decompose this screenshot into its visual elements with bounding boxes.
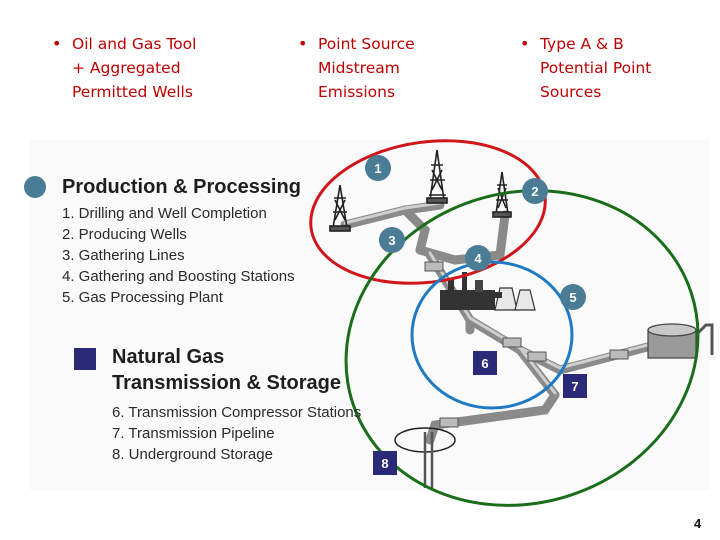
list-item: 2. Producing Wells	[62, 226, 187, 243]
list-item: 6. Transmission Compressor Stations	[112, 404, 362, 421]
production-legend-circle-icon	[24, 176, 46, 198]
production-marker: 3	[379, 227, 405, 253]
bullet-dot-icon: •	[520, 34, 530, 53]
list-item: 5. Gas Processing Plant	[62, 289, 223, 306]
bullet-dot-icon: •	[52, 34, 62, 53]
list-item: 1. Drilling and Well Completion	[62, 205, 267, 222]
marker-label: 1	[374, 161, 381, 176]
transmission-storage-title: Natural Gas Transmission & Storage	[112, 344, 341, 396]
bullet-line: Point Source	[318, 35, 415, 53]
bullet-line: Emissions	[318, 83, 396, 101]
bullet-line: Permitted Wells	[72, 83, 193, 101]
production-marker: 2	[522, 178, 548, 204]
transmission-marker: 6	[473, 351, 497, 375]
blue-circle	[410, 260, 574, 410]
list-item: 4. Gathering and Boosting Stations	[62, 268, 295, 285]
title-line: Natural Gas	[112, 346, 225, 368]
marker-label: 8	[381, 456, 388, 471]
marker-label: 3	[388, 233, 395, 248]
list-item: 7. Transmission Pipeline	[112, 425, 275, 442]
production-marker: 1	[365, 155, 391, 181]
marker-label: 2	[531, 184, 538, 199]
well-derrick-icon	[329, 184, 351, 232]
bullet-type-a-b: • Type A & B Potential Point Sources	[520, 32, 652, 104]
green-circle	[344, 189, 700, 507]
list-item: 3. Gathering Lines	[62, 247, 185, 264]
bullet-dot-icon: •	[298, 34, 308, 53]
marker-label: 7	[571, 379, 578, 394]
gas-processing-plant-icon	[440, 272, 536, 311]
production-marker: 4	[465, 245, 491, 271]
well-derrick-icon	[426, 149, 448, 204]
transmission-marker: 8	[373, 451, 397, 475]
bullet-line: Sources	[540, 83, 602, 101]
production-processing-title: Production & Processing	[62, 176, 301, 198]
title-line: Transmission & Storage	[112, 372, 341, 394]
bullet-point-source: • Point Source Midstream Emissions	[298, 32, 415, 104]
list-item: 8. Underground Storage	[112, 446, 273, 463]
production-marker: 5	[560, 284, 586, 310]
bullet-oil-gas-tool: • Oil and Gas Tool + Aggregated Permitte…	[52, 32, 197, 104]
bullet-line: Type A & B	[540, 35, 624, 53]
marker-label: 4	[474, 251, 482, 266]
underground-storage-icon	[394, 427, 456, 488]
page-number: 4	[694, 516, 702, 531]
bullet-line: + Aggregated	[72, 59, 181, 77]
production-processing-list: 1. Drilling and Well Completion 2. Produ…	[62, 203, 295, 308]
bullet-line: Potential Point	[540, 59, 652, 77]
transmission-storage-list: 6. Transmission Compressor Stations 7. T…	[112, 402, 361, 465]
bullet-line: Oil and Gas Tool	[72, 35, 197, 53]
transmission-marker: 7	[563, 374, 587, 398]
storage-tank-icon	[647, 323, 714, 359]
bullet-line: Midstream	[318, 59, 400, 77]
marker-label: 5	[569, 290, 576, 305]
compressor-unit-icon	[424, 261, 629, 428]
transmission-legend-square-icon	[74, 348, 96, 370]
marker-label: 6	[481, 356, 488, 371]
background-strip	[30, 140, 710, 490]
